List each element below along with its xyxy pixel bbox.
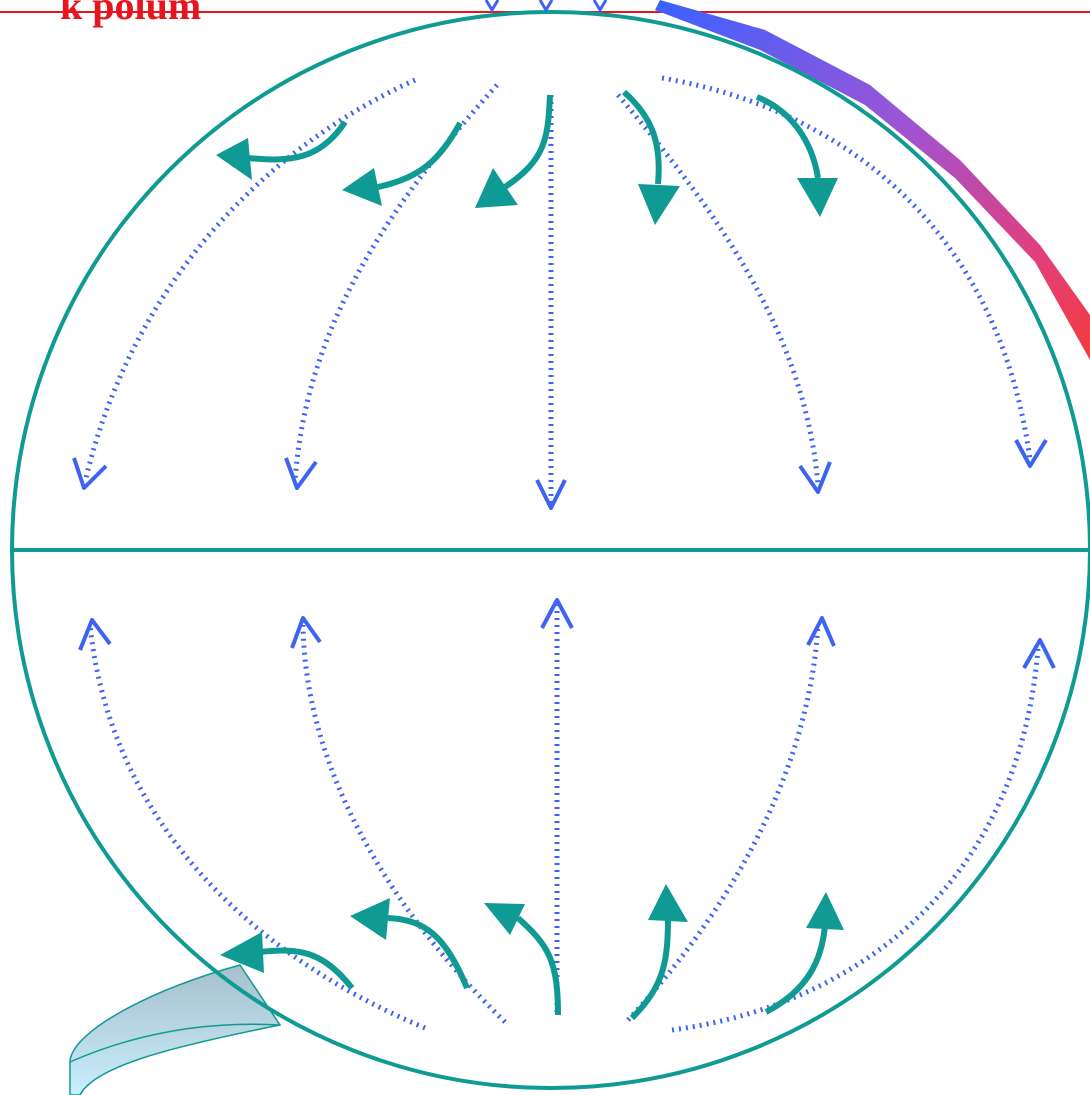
dotted-arrow-icon [538, 0, 554, 13]
top-edge-arrowheads [484, 0, 608, 13]
curved-arrow-icon [350, 898, 390, 940]
north-arrowheads [72, 438, 1048, 510]
dotted-arrow-icon [82, 77, 417, 483]
dotted-arrow-icon [616, 93, 821, 486]
dotted-arrow-icon [661, 75, 1033, 461]
curved-arrow-icon [259, 947, 355, 990]
curved-arrow-icon [638, 184, 680, 225]
north-dotted-arrows [82, 75, 1033, 505]
curved-arrow-icon [220, 932, 264, 973]
curved-arrow-icon [806, 892, 844, 930]
curved-arrow-icon [797, 178, 838, 217]
curved-arrow-icon [515, 915, 561, 1016]
south-arrowheads [78, 598, 1056, 669]
curved-arrow-icon [475, 168, 518, 208]
south-circulation-arrows [220, 884, 844, 1021]
dotted-arrow-icon [292, 83, 499, 483]
dotted-arrow-icon [671, 647, 1041, 1033]
curved-arrow-icon [629, 914, 671, 1021]
dotted-arrow-icon [300, 624, 507, 1024]
curved-arrow-icon [622, 89, 662, 185]
curved-arrow-icon [342, 168, 382, 206]
dotted-arrow-icon [284, 457, 318, 490]
curved-arrow-icon [216, 138, 252, 180]
dotted-arrow-icon [592, 0, 608, 13]
dotted-arrow-icon [540, 598, 574, 629]
ring-band-edge [69, 1023, 281, 1063]
dotted-arrow-icon [626, 624, 821, 1022]
curved-arrow-icon [764, 924, 828, 1015]
dotted-arrow-icon [72, 457, 108, 490]
curved-arrow-icon [387, 915, 470, 990]
curved-arrow-icon [503, 94, 553, 190]
dotted-arrow-icon [1022, 638, 1056, 669]
curved-arrow-icon [247, 120, 348, 163]
gradient-ribbon [655, 0, 1090, 360]
dotted-arrow-icon [798, 461, 832, 494]
south-dotted-arrows [87, 605, 1041, 1033]
curved-arrow-icon [755, 94, 821, 179]
dotted-arrow-icon [1014, 438, 1048, 468]
dotted-arrow-icon [806, 616, 836, 647]
dotted-arrow-icon [290, 616, 322, 649]
curved-arrow-icon [377, 121, 463, 190]
curved-arrow-icon [648, 884, 688, 922]
curved-arrow-icon [484, 903, 525, 935]
dotted-arrow-icon [78, 618, 112, 651]
top-label: k polum [60, 0, 202, 28]
north-circulation-arrows [216, 89, 838, 225]
dotted-arrow-icon [484, 0, 500, 13]
dotted-arrow-icon [535, 479, 567, 510]
